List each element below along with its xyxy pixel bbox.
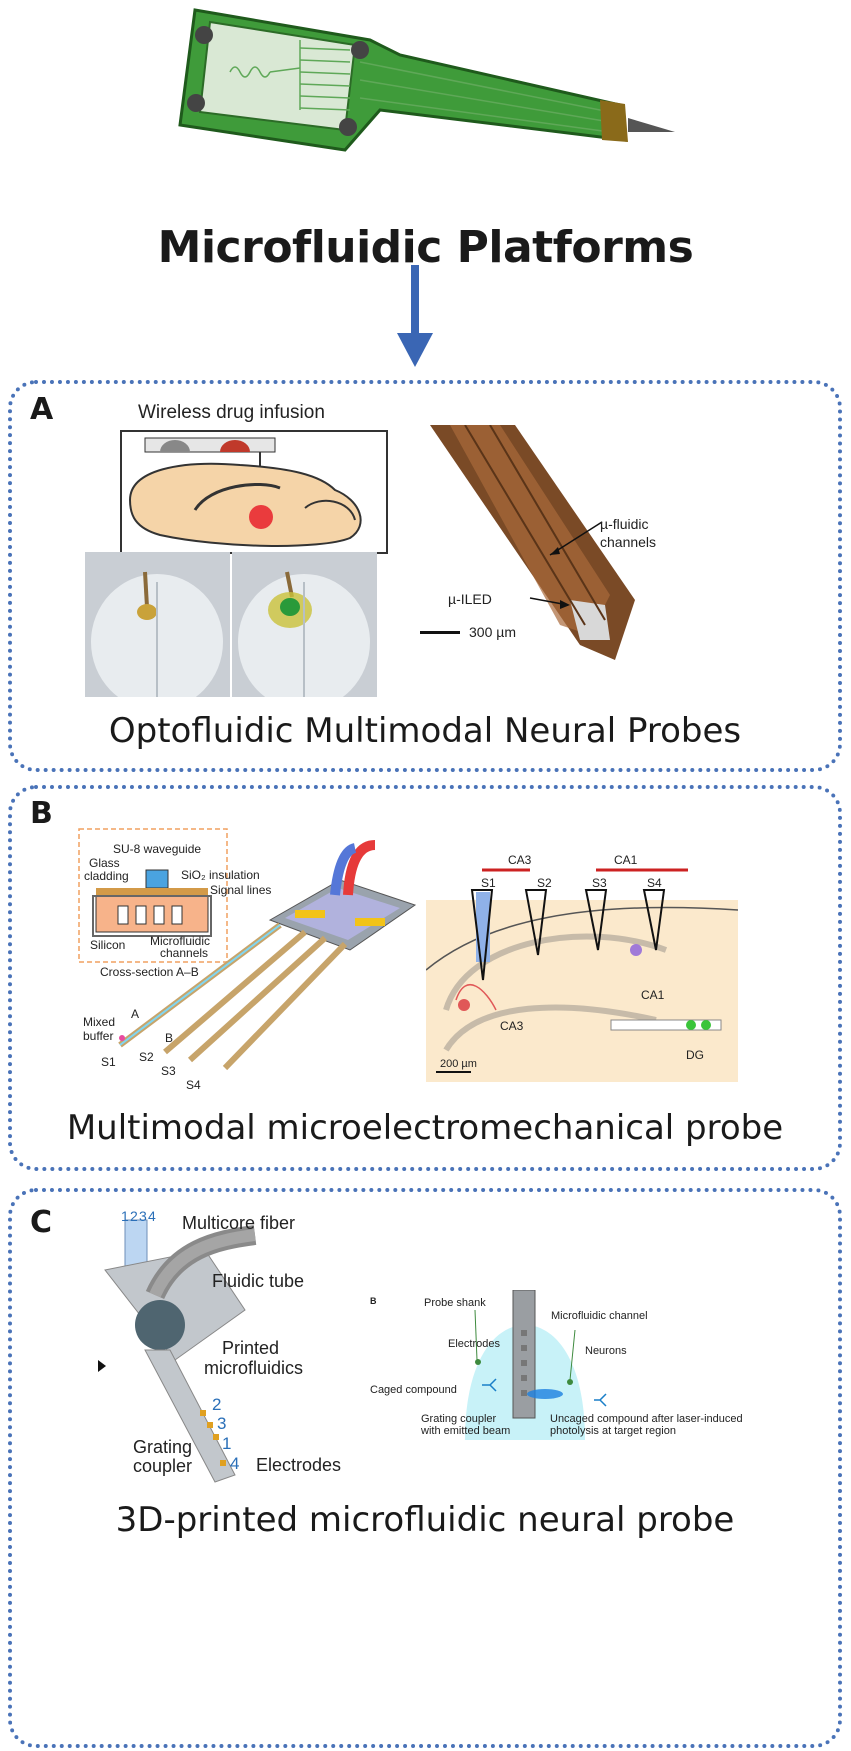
microfluidic-channel-label: Microfluidic channel — [551, 1310, 648, 1322]
mixed-buffer-label-1: Mixed — [83, 1015, 116, 1029]
probe-s4-label: S4 — [647, 876, 662, 890]
scale-bar-a — [420, 631, 460, 634]
caged-compound-label: Caged compound — [370, 1384, 457, 1396]
electrodes-label: Electrodes — [256, 1455, 342, 1475]
panel-b — [8, 785, 842, 1171]
probe-s1-label: S1 — [481, 876, 496, 890]
scale-label-a: 300 µm — [469, 624, 516, 640]
core-number-4: 4 — [148, 1208, 156, 1224]
panel-b-letter: B — [30, 796, 53, 831]
page-title: Microfluidic Platforms — [157, 222, 694, 273]
core-number-2: 2 — [130, 1208, 138, 1224]
shank-s1-label: S1 — [101, 1055, 116, 1069]
ca3-label: CA3 — [500, 1019, 524, 1033]
inset-microfluidic-label-1: Microfluidic — [150, 934, 211, 948]
ca3-top-label: CA3 — [508, 853, 532, 867]
probe-tip-photo — [430, 425, 635, 660]
electrode-number-1: 1 — [222, 1434, 232, 1453]
inset-c-letter: B — [370, 1296, 377, 1306]
inset-silicon-label: Silicon — [90, 938, 126, 952]
microfluidic-channels-label-2: channels — [600, 534, 657, 550]
grating-coupler-label-2: coupler — [133, 1456, 193, 1476]
ca1-label: CA1 — [641, 988, 665, 1002]
cut-label-a: A — [131, 1007, 140, 1021]
down-arrow-icon — [397, 265, 433, 367]
uncaged-label-2: photolysis at target region — [550, 1425, 676, 1437]
scale-label-b: 200 µm — [440, 1058, 477, 1070]
mems-probe-illustration — [118, 840, 417, 1071]
microfluidic-channels-label-1: µ-fluidic — [600, 516, 649, 532]
electrode-number-4: 4 — [230, 1454, 240, 1473]
skull-photo-left — [85, 552, 230, 697]
inset-signal-label: Signal lines — [210, 883, 272, 897]
inset-glass-label-1: Glass — [89, 856, 120, 870]
skull-photo-right — [232, 552, 377, 697]
play-triangle-icon — [98, 1360, 106, 1372]
caged-compound-diagram — [465, 1290, 607, 1440]
panel-a-letter: A — [30, 392, 54, 427]
inset-sio2-label: SiO₂ insulation — [181, 868, 260, 882]
inset-waveguide-label: SU-8 waveguide — [113, 842, 202, 856]
neurons-label: Neurons — [585, 1345, 627, 1357]
mixed-buffer-label-2: buffer — [83, 1029, 114, 1043]
probe-callout-lines — [529, 521, 603, 609]
grating-coupler-label-1: Grating — [133, 1437, 193, 1457]
inset-electrodes-label: Electrodes — [448, 1338, 500, 1350]
shank-s2-label: S2 — [139, 1050, 154, 1064]
brain-diagram — [120, 430, 388, 554]
iled-label: µ-ILED — [448, 591, 492, 607]
microfluidic-chip-illustration — [178, 8, 675, 152]
panel-a — [8, 380, 842, 772]
dg-label: DG — [686, 1048, 704, 1062]
probe-s3-label: S3 — [592, 876, 607, 890]
wireless-drug-infusion-label: Wireless drug infusion — [138, 402, 325, 423]
inset-cross-section-label: Cross-section A–B — [100, 965, 199, 979]
core-number-3: 3 — [139, 1208, 147, 1224]
inset-microfluidic-label-2: channels — [160, 946, 209, 960]
printed-microfluidics-label-1: Printed — [222, 1338, 280, 1358]
multicore-fiber-label: Multicore fiber — [182, 1213, 296, 1233]
grating-emit-label-1: Grating coupler — [421, 1413, 497, 1425]
shank-s3-label: S3 — [161, 1064, 176, 1078]
3d-printed-probe-illustration — [104, 1219, 257, 1483]
probe-s2-label: S2 — [537, 876, 552, 890]
panel-c-caption: 3D-printed microfluidic neural probe — [115, 1500, 735, 1540]
grating-emit-label-2: with emitted beam — [421, 1425, 511, 1437]
uncaged-label-1: Uncaged compound after laser-induced — [550, 1413, 743, 1425]
hippocampus-diagram — [426, 868, 738, 1082]
cut-label-b: B — [165, 1031, 174, 1045]
core-number-1: 1 — [121, 1208, 129, 1224]
panel-b-caption: Multimodal microelectromechanical probe — [66, 1108, 784, 1148]
cross-section-inset — [78, 828, 228, 963]
shank-s4-label: S4 — [186, 1078, 201, 1092]
panel-c — [8, 1188, 842, 1748]
inset-glass-label-2: cladding — [84, 869, 129, 883]
panel-a-caption: Optofluidic Multimodal Neural Probes — [108, 711, 742, 751]
probe-shank-label: Probe shank — [424, 1297, 486, 1309]
electrode-number-2: 2 — [212, 1395, 222, 1414]
electrode-number-3: 3 — [217, 1414, 227, 1433]
fluidic-tube-label: Fluidic tube — [212, 1271, 305, 1291]
ca1-top-label: CA1 — [614, 853, 638, 867]
printed-microfluidics-label-2: microfluidics — [204, 1358, 304, 1378]
panel-c-letter: C — [30, 1205, 53, 1240]
